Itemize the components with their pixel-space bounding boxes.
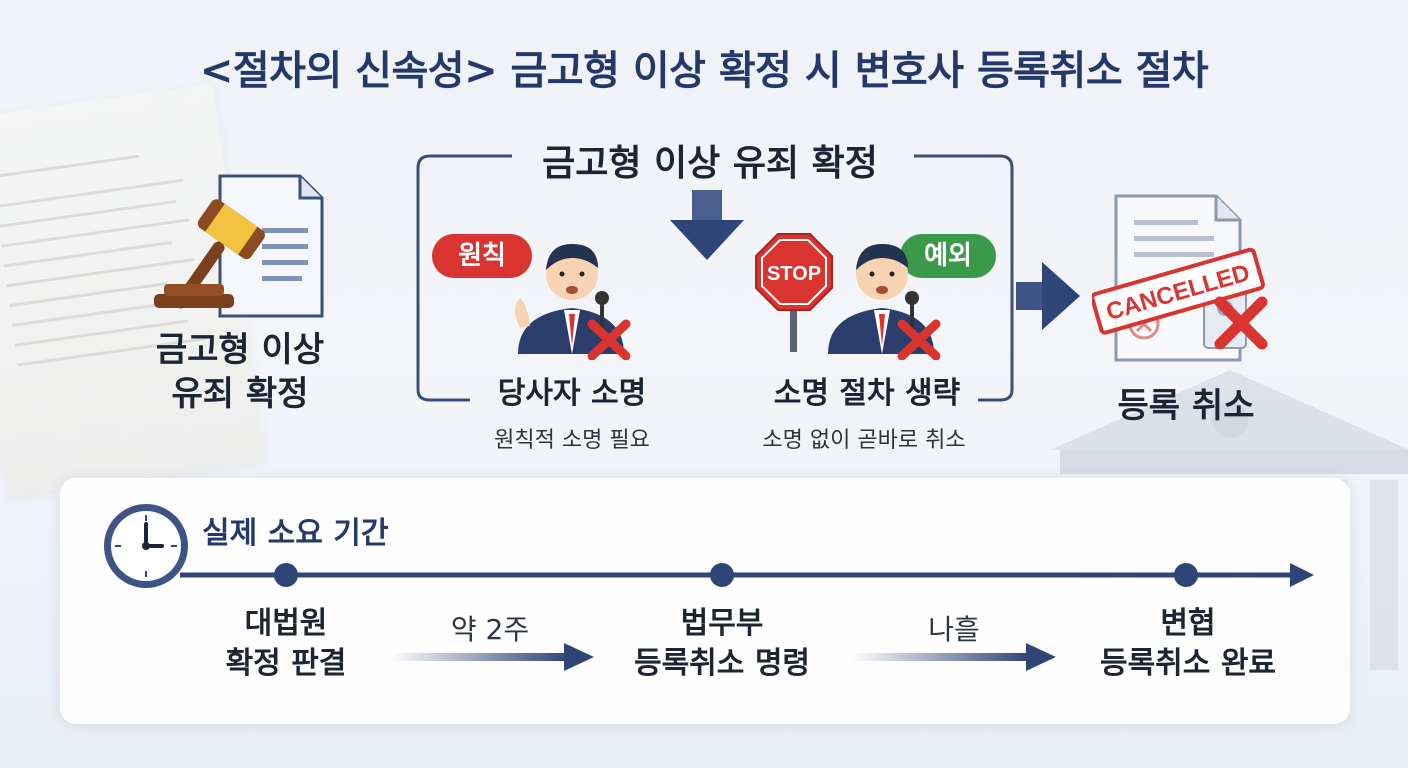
timeline-title: 실제 소요 기간	[202, 516, 389, 551]
timeline-panel	[60, 478, 1350, 724]
frame-title: 금고형 이상 유죄 확정	[542, 143, 878, 184]
speaker-icon	[828, 244, 941, 360]
exception-sub: 소명 없이 곧바로 취소	[762, 428, 966, 453]
principle-label: 당사자 소명	[497, 376, 647, 411]
exception-label: 소명 절차 생략	[773, 376, 961, 411]
cancelled-document-icon: CANCELLED	[1092, 194, 1268, 362]
duration-arrow-icon	[852, 643, 1056, 671]
stage-line2: 등록취소 명령	[633, 646, 811, 681]
down-arrow-icon	[670, 190, 744, 260]
timeline-stage: 법무부 등록취소 명령	[602, 604, 842, 684]
timeline-node	[710, 563, 734, 587]
conviction-label: 금고형 이상 유죄 확정	[130, 328, 350, 416]
timeline-node	[1174, 563, 1198, 587]
registration-cancel-label: 등록 취소	[1117, 386, 1255, 426]
principle-badge: 원칙	[432, 234, 532, 278]
stage-line2: 확정 판결	[225, 646, 347, 681]
page-title: <절차의 신속성> 금고형 이상 확정 시 변호사 등록취소 절차	[199, 48, 1209, 94]
speaker-icon	[515, 244, 631, 360]
stage-line1: 법무부	[680, 606, 764, 641]
timeline-stage: 대법원 확정 판결	[186, 604, 386, 684]
duration-label: 나흘	[928, 613, 980, 646]
timeline-axis	[180, 563, 1314, 587]
duration-label: 약 2주	[450, 613, 530, 646]
stage-line2: 등록취소 완료	[1099, 646, 1277, 681]
conviction-label-line1: 금고형 이상	[155, 330, 325, 370]
procedure-frame	[416, 154, 1014, 402]
principle-sub: 원칙적 소명 필요	[494, 428, 650, 453]
conviction-label-line2: 유죄 확정	[171, 374, 309, 414]
clock-icon	[104, 504, 188, 588]
stop-sign-icon: STOP	[755, 233, 833, 352]
stage-line1: 변협	[1160, 606, 1216, 641]
duration-arrow-icon	[390, 643, 594, 671]
stop-sign-text: STOP	[767, 263, 821, 285]
gavel-document-icon	[154, 174, 324, 318]
timeline-stage: 변협 등록취소 완료	[1068, 604, 1308, 684]
timeline-node	[274, 563, 298, 587]
stage-line1: 대법원	[244, 606, 328, 641]
right-arrow-icon	[1016, 262, 1080, 330]
exception-badge: 예외	[900, 234, 996, 278]
